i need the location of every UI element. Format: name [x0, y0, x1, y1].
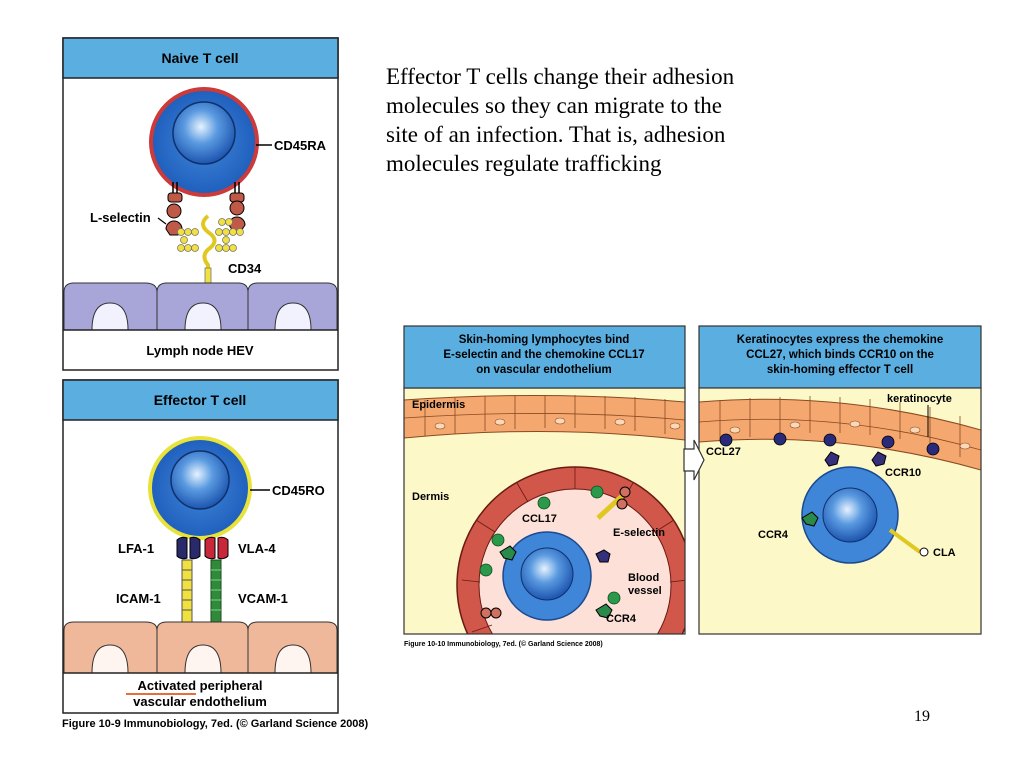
ccr10-receptor-1	[824, 451, 840, 467]
effector-nucleus	[170, 450, 230, 510]
icam1-molecule	[181, 559, 193, 624]
l-selectin-right	[228, 182, 246, 232]
ccr4-receptor-bottom	[595, 603, 613, 619]
epidermis-layer-left	[404, 394, 685, 441]
vcam1-label: VCAM-1	[238, 591, 288, 606]
lfa1-label: LFA-1	[118, 541, 154, 556]
effector-footer-line1: Activated peripheral	[138, 678, 263, 693]
naive-header-bar	[62, 37, 339, 79]
lymphocyte-left-nucleus	[520, 547, 574, 601]
left-header-line3: on vascular endothelium	[476, 364, 611, 376]
vla4-integrin	[204, 536, 229, 560]
ccr4-receptor-left	[499, 545, 517, 561]
icam1-label: ICAM-1	[116, 591, 161, 606]
ccr10-receptor-2	[871, 451, 887, 467]
ccl17-label: CCL17	[522, 513, 557, 525]
peripheral-word: peripheral	[196, 678, 262, 693]
lymphocyte-right-nucleus	[822, 487, 878, 543]
ccl27-label: CCL27	[706, 446, 741, 458]
vessel-label: vessel	[628, 585, 662, 597]
blood-label: Blood	[628, 572, 659, 584]
skin-homing-right-panel: keratinocyte CCL27 CCR10 CCR4 CLA	[698, 387, 982, 635]
ccr10-label: CCR10	[885, 467, 921, 479]
right-header-line3: skin-homing effector T cell	[767, 364, 913, 376]
cd45ro-label: CD45RO	[272, 483, 325, 498]
effector-t-cell-panel: Effector T cell CD45RO LFA-1 VLA-4	[62, 379, 339, 714]
l-selectin-bottom	[480, 607, 502, 619]
left-header-line2: E-selectin and the chemokine CCL17	[443, 349, 644, 361]
activated-word: Activated	[138, 678, 197, 693]
vcam1-molecule	[210, 559, 222, 624]
cla-molecule	[888, 528, 929, 557]
cd45ra-label: CD45RA	[274, 138, 327, 153]
ccl17-dots	[479, 485, 621, 605]
panel-arrow	[683, 439, 705, 481]
cd34-glycoprotein	[177, 214, 244, 291]
l-selectin-leader	[157, 217, 167, 225]
figure-10-9: Naive T cell CD45RA L-selectin	[62, 37, 369, 730]
vla4-label: VLA-4	[238, 541, 276, 556]
keratinocyte-label: keratinocyte	[887, 393, 952, 405]
skin-homing-left-panel: Epidermis Dermis CCL17 E-selectin Blood …	[403, 387, 686, 635]
e-selectin-label: E-selectin	[613, 527, 665, 539]
e-selectin-molecule	[595, 486, 631, 563]
right-header-line2: CCL27, which binds CCR10 on the	[746, 349, 934, 361]
right-header-box	[698, 325, 982, 389]
lfa1-integrin	[176, 536, 201, 560]
figure-10-9-caption: Figure 10-9 Immunobiology, 7ed. (© Garla…	[62, 718, 369, 730]
dermis-label: Dermis	[412, 491, 449, 503]
page-number: 19	[914, 708, 930, 725]
left-header-box	[403, 325, 686, 389]
right-header-line1: Keratinocytes express the chemokine	[737, 334, 943, 346]
naive-header: Naive T cell	[161, 50, 238, 66]
cla-label: CLA	[933, 547, 956, 559]
cd34-label: CD34	[228, 261, 262, 276]
naive-footer: Lymph node HEV	[146, 343, 253, 358]
slide-body-text: Effector T cells change their adhesion m…	[386, 64, 735, 176]
effector-header: Effector T cell	[154, 392, 247, 408]
ccr4-left-label: CCR4	[606, 613, 637, 625]
l-selectin-label: L-selectin	[90, 210, 151, 225]
ccl27-dots	[719, 432, 940, 456]
naive-nucleus	[172, 101, 236, 165]
effector-footer-line2: vascular endothelium	[133, 694, 267, 709]
ccr4-receptor-right	[801, 511, 819, 527]
hev-endothelium	[63, 282, 338, 331]
epidermis-label: Epidermis	[412, 399, 465, 411]
figure-10-10-caption: Figure 10-10 Immunobiology, 7ed. (© Garl…	[404, 640, 603, 648]
effector-header-bar	[62, 379, 339, 421]
left-header-line1: Skin-homing lymphocytes bind	[459, 334, 630, 346]
peripheral-endothelium	[63, 621, 338, 674]
figure-10-10: Epidermis Dermis CCL17 E-selectin Blood …	[403, 325, 982, 648]
ccr4-right-label: CCR4	[758, 529, 789, 541]
l-selectin-left	[165, 182, 183, 236]
naive-t-cell-panel: Naive T cell CD45RA L-selectin	[62, 37, 339, 371]
